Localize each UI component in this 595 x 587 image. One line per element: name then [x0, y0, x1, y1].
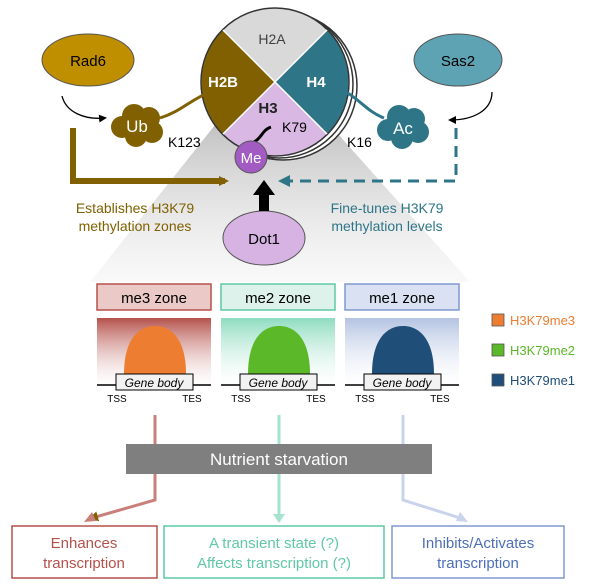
legend: H3K79me3 H3K79me2 H3K79me1 — [491, 313, 575, 388]
me3-profile-me3-zone — [124, 326, 186, 374]
me1-tes-label: TES — [430, 394, 450, 405]
right-caption-line2: methylation levels — [331, 218, 442, 234]
me2-tes-label: TES — [306, 394, 326, 405]
me2-tss-label: TSS — [231, 394, 251, 405]
starvation-label: Nutrient starvation — [210, 450, 348, 469]
sas2-enzyme — [413, 33, 503, 87]
zone-me1-title: me1 zone — [369, 290, 435, 307]
me-label: Me — [241, 150, 262, 167]
outcome-transient-line2: Affects transcription (?) — [197, 555, 351, 572]
outcome-enhances-line2: transcription — [43, 555, 125, 572]
zone-me1: me1 zone Gene body TSS TES — [344, 283, 460, 405]
outcome-box-transient — [163, 525, 385, 579]
k79-tail — [253, 125, 272, 144]
histone-octamer — [200, 7, 350, 157]
outcome-inhibits-line1: Inhibits/Activates — [422, 535, 535, 552]
right-caption-line1: Fine-tunes H3K79 — [331, 200, 444, 216]
me1-outcome-line — [401, 415, 461, 520]
legend-label-me2: H3K79me2 — [510, 343, 575, 358]
dot1-label: Dot1 — [248, 231, 280, 248]
me3-outcome-line — [88, 415, 157, 522]
projection-cone — [90, 125, 470, 282]
zone-me2-title: me2 zone — [245, 290, 311, 307]
h2a-label: H2A — [258, 31, 286, 47]
k123-label: K123 — [168, 134, 201, 150]
zone-me3: me3 zone Gene body TSS TES — [96, 283, 212, 405]
rad6-label: Rad6 — [70, 53, 106, 70]
me1-tss-label: TSS — [355, 394, 375, 405]
zone-me3-title: me3 zone — [121, 290, 187, 307]
h4-quadrant — [275, 30, 349, 134]
h3-label: H3 — [258, 100, 277, 117]
acetyl-cloud — [377, 105, 429, 149]
establishes-arrow — [70, 128, 229, 186]
legend-label-me1: H3K79me1 — [510, 373, 575, 388]
zone-me2-header — [220, 283, 336, 311]
h4-label: H4 — [306, 74, 326, 91]
me2-gene-body-label: Gene body — [249, 376, 309, 390]
me2-profile-me2-zone — [248, 326, 310, 374]
starvation-bar — [126, 444, 432, 474]
zone-me2: me2 zone Gene body TSS TES — [220, 283, 336, 405]
k16-label: K16 — [347, 134, 372, 150]
fine-tunes-arrow — [278, 128, 458, 187]
me3-arrowhead — [84, 512, 96, 522]
legend-swatch-me2 — [491, 343, 505, 357]
outcome-box-enhances — [11, 525, 158, 579]
zone-me1-header — [344, 283, 460, 311]
me3-tes-label: TES — [182, 394, 202, 405]
me1-gene-body-label: Gene body — [373, 376, 433, 390]
me3-tss-label: TSS — [107, 394, 127, 405]
ubiquitin-cloud — [111, 104, 163, 147]
legend-swatch-me1 — [491, 373, 505, 387]
nucleosome-outline — [200, 7, 350, 157]
rad6-to-ub-arrow — [61, 95, 107, 123]
outcome-enhances-line1: Enhances — [51, 535, 118, 552]
k79-label: K79 — [282, 119, 307, 135]
dot1-to-me-arrow — [253, 180, 275, 211]
legend-label-me3: H3K79me3 — [510, 313, 575, 328]
me3-gene-body-label: Gene body — [125, 376, 185, 390]
ub-label: Ub — [126, 117, 148, 136]
outcome-box-inhibits — [391, 525, 565, 579]
outcome-transient-line1: A transient state (?) — [209, 535, 339, 552]
h3-quadrant — [223, 82, 327, 156]
sas2-label: Sas2 — [441, 53, 475, 70]
ub-linker — [159, 90, 211, 120]
rad6-enzyme — [41, 33, 135, 87]
methyl-group — [234, 140, 268, 174]
ac-label: Ac — [393, 119, 413, 138]
h2b-label: H2B — [208, 74, 238, 91]
outcome-inhibits-line2: transcription — [437, 555, 519, 572]
h2b-quadrant — [201, 30, 275, 134]
me1-gene-body-box — [363, 373, 442, 391]
me3-gene-body-box — [115, 373, 194, 391]
me1-profile-me1-zone — [372, 326, 434, 374]
left-caption-line2: methylation zones — [79, 218, 192, 234]
me2-gene-body-box — [239, 373, 318, 391]
ac-linker — [345, 90, 385, 120]
sas2-to-ac-arrow — [448, 91, 493, 124]
zone-me3-header — [96, 283, 212, 311]
me1-arrowhead — [456, 512, 468, 522]
legend-swatch-me3 — [491, 313, 505, 327]
left-caption-line1: Establishes H3K79 — [76, 200, 195, 216]
me2-arrowhead — [273, 514, 285, 523]
h2a-quadrant — [223, 8, 327, 83]
